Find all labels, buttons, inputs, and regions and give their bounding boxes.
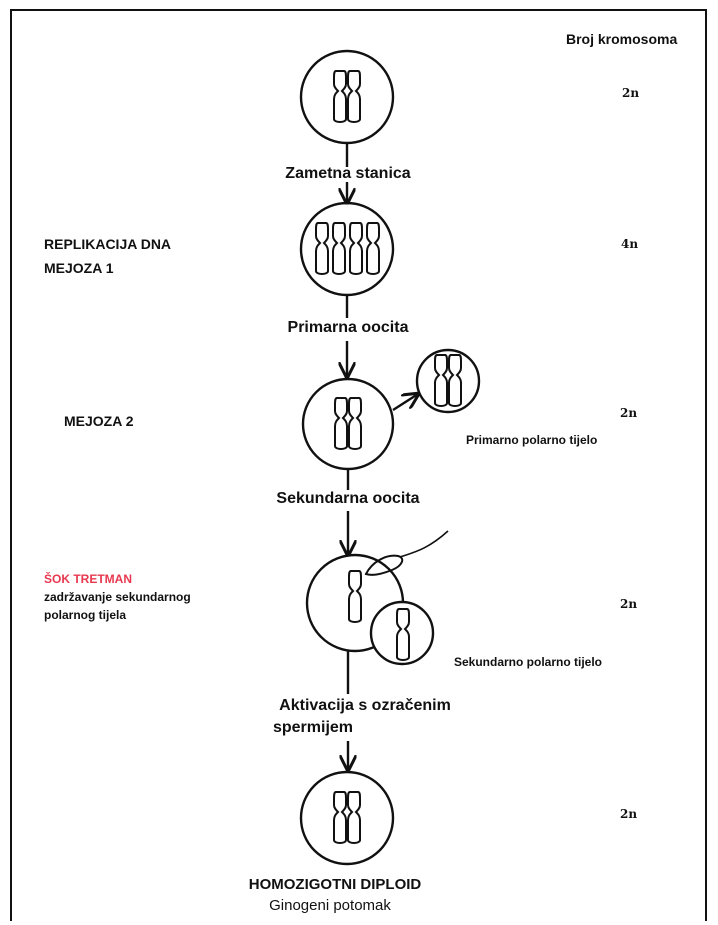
secondary-oocyte-cell [301, 377, 395, 471]
count-stage-4: 2n [620, 597, 638, 611]
activation-label-line-1: Aktivacija s ozračenim [279, 697, 451, 714]
secondary-oocyte-label: Sekundarna oocita [276, 490, 420, 507]
meiosis-2-label: MEJOZA 2 [64, 413, 134, 429]
primary-oocyte-label: Primarna oocita [287, 319, 409, 336]
count-stage-1: 2n [622, 86, 640, 100]
shock-treatment-line-2: polarnog tijela [44, 608, 127, 622]
meiosis-1-label: MEJOZA 1 [44, 260, 114, 276]
activation-label-line-2: spermijem [272, 719, 354, 736]
shock-treatment-title: ŠOK TRETMAN [44, 572, 132, 586]
homozygous-diploid-label: HOMOZIGOTNI DIPLOID [248, 876, 422, 893]
arrow [392, 394, 418, 412]
secondary-polar-body [369, 600, 435, 666]
count-stage-3: 2n [620, 406, 638, 420]
shock-treatment-line-1: zadržavanje sekundarnog [44, 590, 191, 604]
homozygous-diploid-cell [299, 770, 395, 866]
sperm [364, 530, 449, 576]
germ-cell [299, 49, 395, 145]
count-stage-5: 2n [620, 807, 638, 821]
secondary-polar-body-label: Sekundarno polarno tijelo [454, 655, 603, 669]
chromosome-count-header: Broj kromosoma [566, 31, 678, 47]
count-stage-2: 4n [621, 237, 639, 251]
gynogenic-offspring-label: Ginogeni potomak [269, 897, 391, 914]
germ-cell-label: Zametna stanica [285, 165, 411, 182]
dna-replication-label: REPLIKACIJA DNA [44, 236, 172, 252]
diagram-frame [10, 9, 707, 921]
primary-oocyte-cell [299, 201, 395, 297]
primary-polar-body [415, 348, 481, 414]
primary-polar-body-label: Primarno polarno tijelo [466, 433, 598, 447]
